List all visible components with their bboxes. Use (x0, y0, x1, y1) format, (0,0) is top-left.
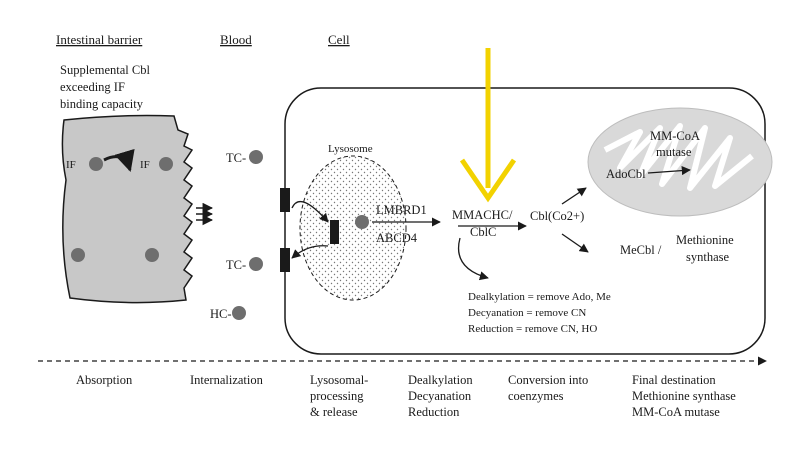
cbl-to-adocbl-arrow (561, 187, 587, 205)
reaction-decyanation: Decyanation = remove CN (468, 307, 586, 319)
cobalamin-dot-if-right (159, 157, 173, 171)
transport-arrow-if (103, 148, 135, 173)
stage-label: Dealkylation (408, 373, 473, 387)
stage-final-destination: Final destination Methionine synthase MM… (632, 373, 736, 419)
mmachc-to-reactions-arrow (458, 237, 489, 281)
supplemental-note-line-2: exceeding IF (60, 80, 125, 94)
receptor-top (280, 188, 290, 212)
reaction-dealkylation: Dealkylation = remove Ado, Me (468, 291, 611, 303)
tc-label-bottom: TC- (226, 258, 246, 272)
mmcoa-mutase-label-line-1: MM-CoA (650, 129, 700, 143)
stage-dealkylation: Dealkylation Decyanation Reduction (408, 373, 473, 419)
stage-lysosomal-processing: Lysosomal- processing & release (310, 373, 368, 419)
lysosome-transporter (330, 220, 339, 244)
stage-label: Reduction (408, 405, 460, 419)
stage-conversion: Conversion into coenzymes (508, 373, 588, 403)
stage-label: Internalization (190, 373, 264, 387)
hc-label: HC- (210, 307, 232, 321)
adocbl-to-mutase-arrow (647, 166, 691, 176)
stage-label: Methionine synthase (632, 389, 736, 403)
cobalamin-dot-free-1 (71, 248, 85, 262)
lysosome-label: Lysosome (328, 143, 373, 155)
highlight-arrow (459, 48, 517, 203)
mecbl-label: MeCbl / (620, 243, 662, 257)
if-label-left: IF (66, 159, 76, 171)
stage-label: Conversion into (508, 373, 588, 387)
mmachc-label-line-2: CblC (470, 225, 496, 239)
stage-internalization: Internalization (190, 373, 264, 387)
supplemental-note-line-1: Supplemental Cbl (60, 63, 150, 77)
mmachc-label-line-1: MMACHC/ (452, 208, 513, 222)
cell-membrane (284, 87, 766, 355)
cobalamin-dot-if-left (89, 157, 103, 171)
if-label-right: IF (140, 159, 150, 171)
endocytosis-arrow-in (291, 200, 329, 223)
stage-label: Decyanation (408, 389, 472, 403)
stage-label: coenzymes (508, 389, 564, 403)
abcd4-label: ABCD4 (376, 231, 418, 245)
stage-label: Absorption (76, 373, 133, 387)
header-cell: Cell (328, 32, 350, 47)
methionine-synthase-label-line-1: Methionine (676, 233, 734, 247)
stage-absorption: Absorption (76, 373, 133, 387)
adocbl-label: AdoCbl (606, 167, 646, 181)
stage-label: MM-CoA mutase (632, 405, 720, 419)
receptor-bottom (280, 248, 290, 272)
cbl-to-mecbl-arrow (561, 233, 589, 253)
intestinal-barrier-shape (61, 114, 194, 304)
stage-label: & release (310, 405, 358, 419)
mmcoa-mutase-label-line-2: mutase (656, 145, 692, 159)
header-blood: Blood (220, 32, 252, 47)
cobalamin-dot-lysosome (355, 215, 369, 229)
mitochondrion (587, 107, 773, 217)
methionine-synthase-label-line-2: synthase (686, 250, 730, 264)
stage-label: Lysosomal- (310, 373, 368, 387)
cbl-co2-label: Cbl(Co2+) (530, 209, 584, 223)
lmbrd1-label: LMBRD1 (376, 203, 427, 217)
cobalamin-dot-free-2 (145, 248, 159, 262)
lysosome (299, 155, 407, 301)
tc-dot-top (249, 150, 263, 164)
tc-dot-bottom (249, 257, 263, 271)
supplemental-note-line-3: binding capacity (60, 97, 144, 111)
endocytosis-arrow-out (291, 245, 329, 259)
hc-dot (232, 306, 246, 320)
tc-label-top: TC- (226, 151, 246, 165)
stage-label: processing (310, 389, 364, 403)
header-intestinal-barrier: Intestinal barrier (56, 32, 143, 47)
reaction-reduction: Reduction = remove CN, HO (468, 323, 597, 335)
stage-label: Final destination (632, 373, 716, 387)
